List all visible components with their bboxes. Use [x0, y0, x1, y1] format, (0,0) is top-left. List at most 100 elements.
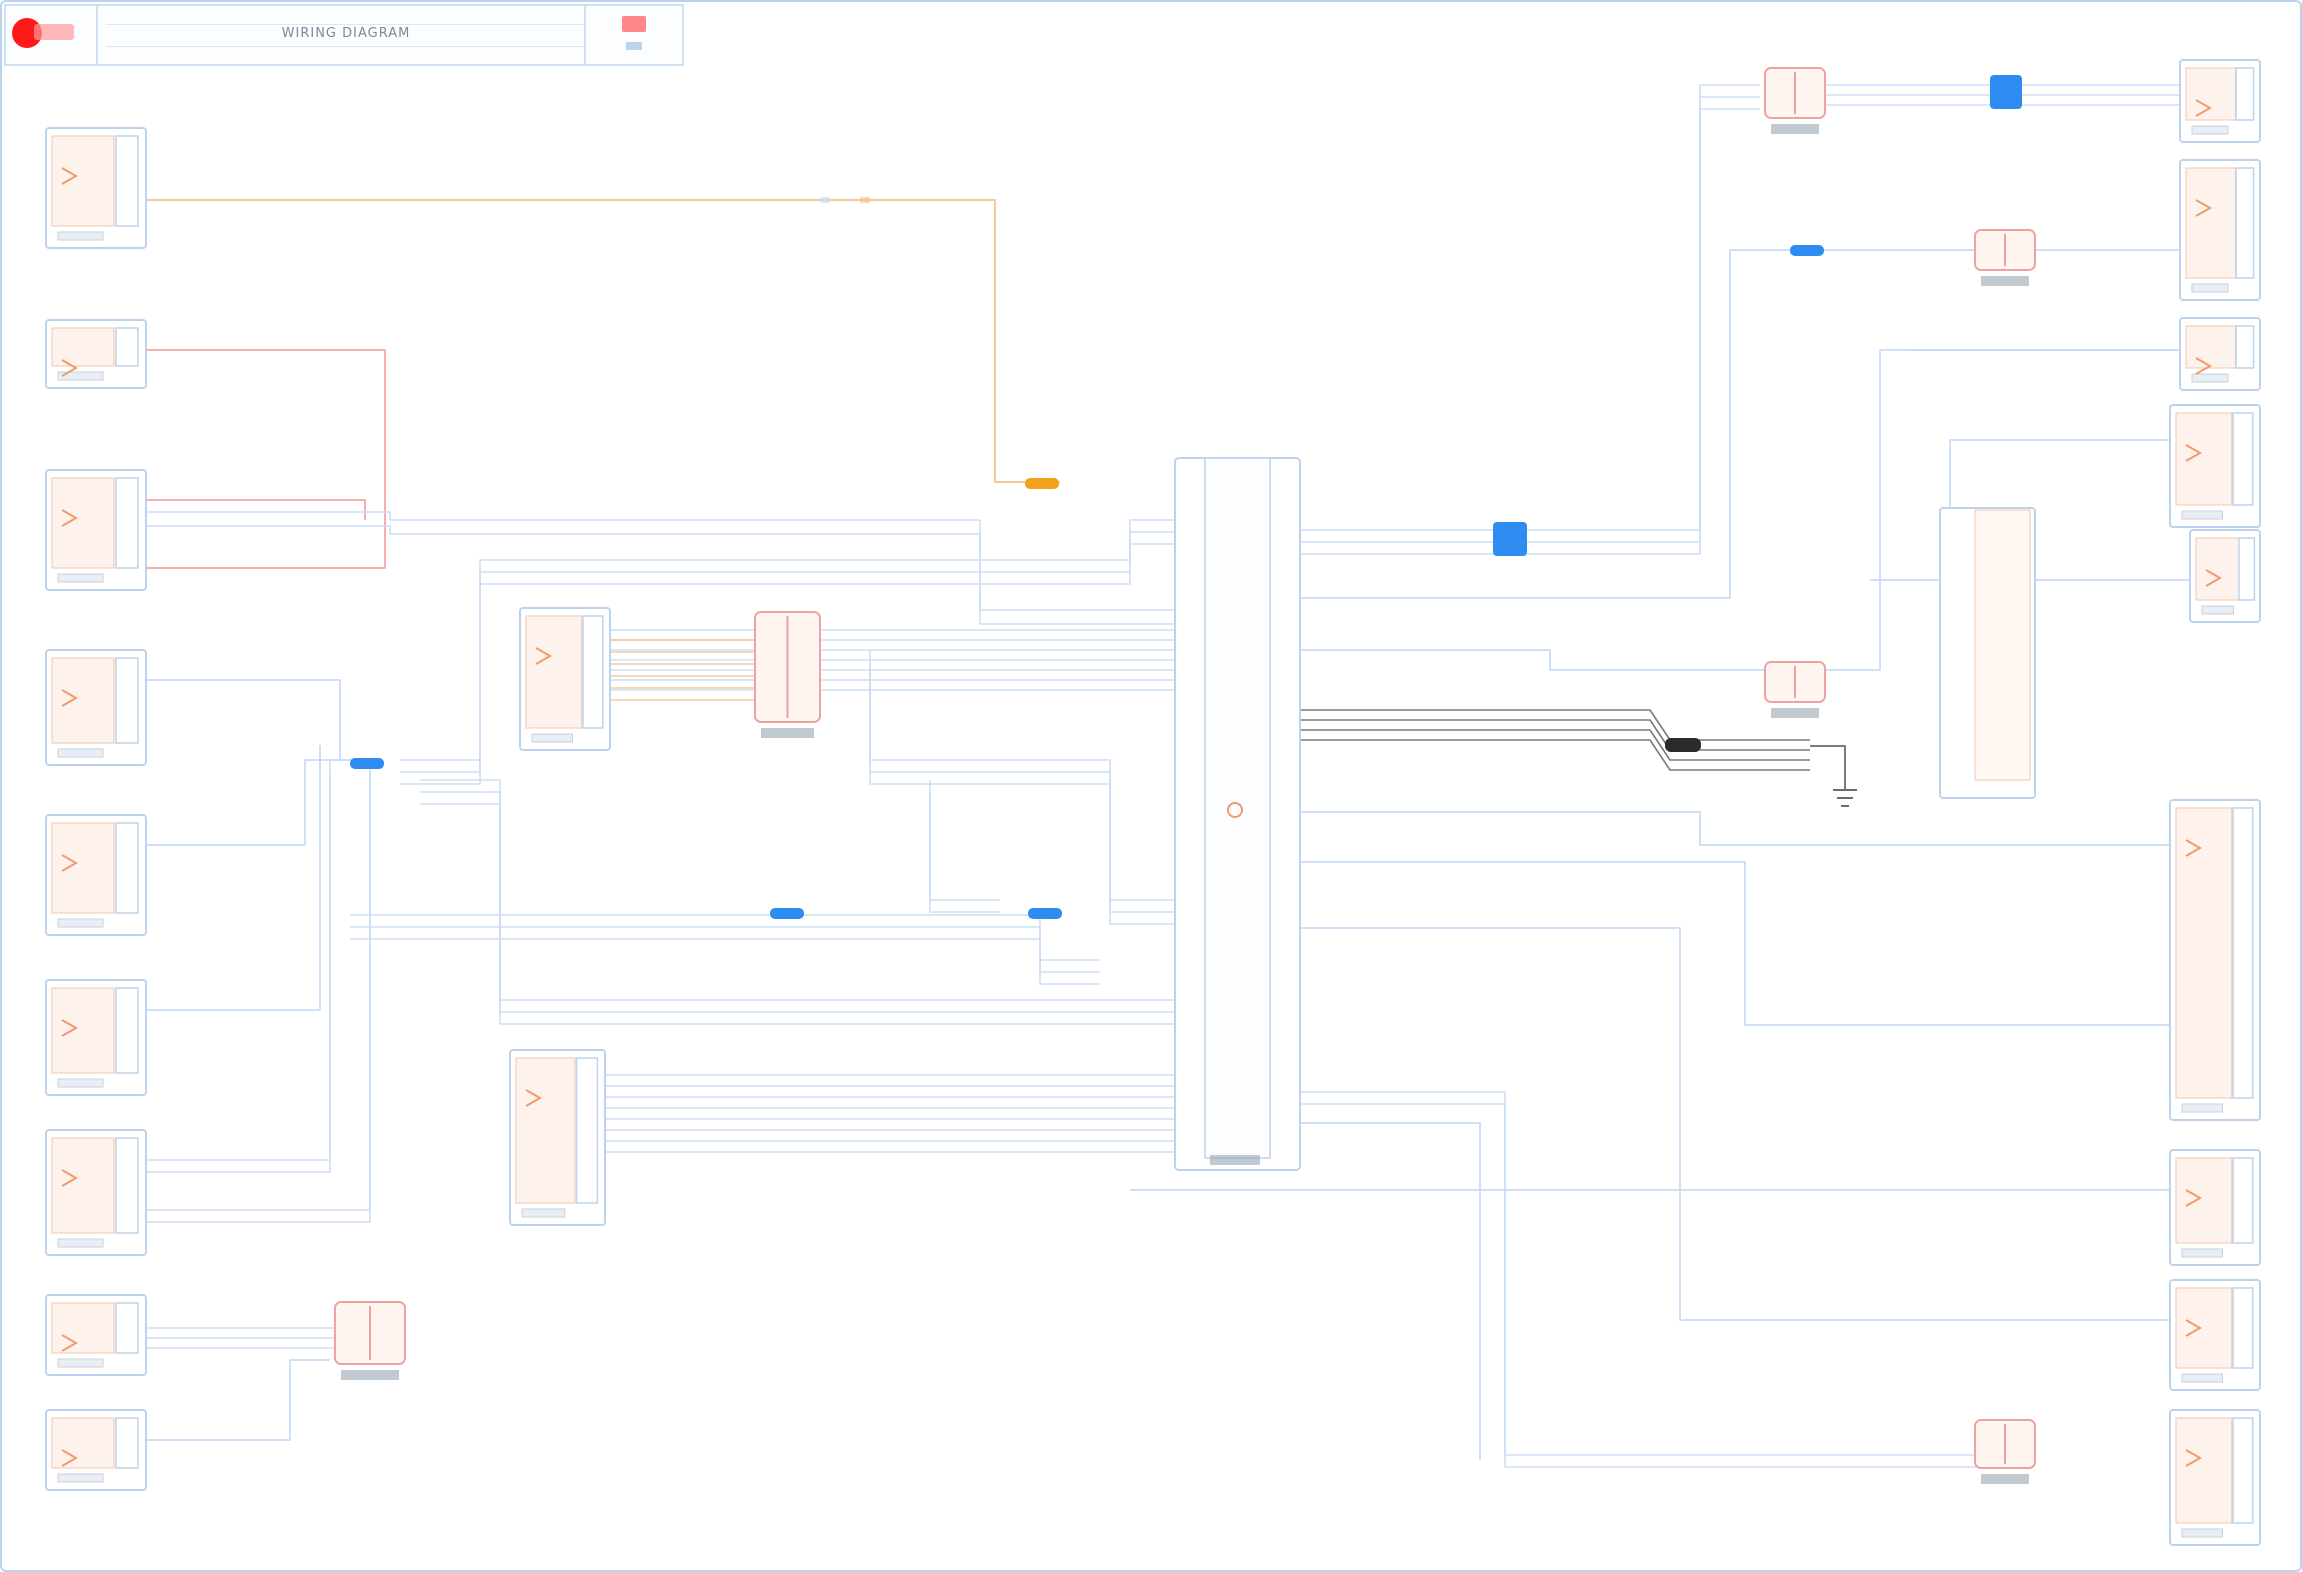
module-left-9-pins: [115, 1417, 139, 1469]
harness: [400, 531, 1180, 773]
module-right-6-pins: [2232, 807, 2254, 1099]
module-left-8-label-plate: [57, 1358, 104, 1368]
harness: [140, 511, 1180, 611]
splice-junction: [1025, 478, 1059, 489]
central-unit-symbol: [1227, 802, 1243, 818]
connector-c5-tag: [1771, 708, 1819, 718]
wire: [140, 760, 331, 1161]
splice-junction: [1028, 908, 1062, 919]
module-right-6-label-plate: [2181, 1103, 2223, 1113]
module-right-4-label-plate: [2181, 510, 2223, 520]
wire: [1290, 1122, 1481, 1460]
module-left-1-pins: [115, 135, 139, 227]
module-right-8-body: [2175, 1287, 2233, 1369]
module-left-4-label-plate: [57, 748, 104, 758]
wire: [140, 772, 331, 1173]
harness: [420, 779, 1180, 1001]
module-mid-1-symbol: [535, 647, 553, 665]
brand-wordmark: [34, 24, 74, 40]
harness: [1290, 108, 1760, 555]
ground-wire: [1810, 745, 1846, 790]
module-left-1-symbol: [61, 167, 79, 185]
wire: [1290, 249, 1780, 599]
module-right-8-symbol: [2185, 1319, 2203, 1337]
harness: [869, 650, 1180, 901]
central-control-unit-core: [1204, 457, 1271, 1159]
module-right-1-symbol: [2195, 99, 2213, 117]
harness: [929, 780, 1000, 901]
module-right-5-pins: [2238, 537, 2256, 601]
module-left-5-pins: [115, 822, 139, 914]
wire-tag: [860, 197, 870, 203]
harness: [400, 519, 1180, 761]
module-left-5-label-plate: [57, 918, 104, 928]
module-left-9-symbol: [61, 1449, 79, 1467]
module-left-9-label-plate: [57, 1473, 104, 1483]
harness: [1290, 1091, 1980, 1456]
power-wire: [139, 349, 386, 569]
module-left-2-symbol: [61, 359, 79, 377]
wire: [1290, 861, 2170, 1026]
module-right-9-body: [2175, 1417, 2233, 1524]
module-mid-1-label-plate: [531, 733, 573, 743]
module-left-3-pins: [115, 477, 139, 569]
module-right-9-symbol: [2185, 1449, 2203, 1467]
module-left-7-label-plate: [57, 1238, 104, 1248]
connector-c3-tag: [1771, 124, 1819, 134]
connector-c6-tag: [1981, 1474, 2029, 1484]
ground-harness: [1290, 729, 1810, 761]
module-left-7-symbol: [61, 1169, 79, 1187]
module-right-9-label-plate: [2181, 1528, 2223, 1538]
harness: [869, 674, 1180, 925]
module-right-3-symbol: [2195, 357, 2213, 375]
ground-harness: [1290, 739, 1810, 771]
module-left-7-body: [51, 1137, 115, 1234]
module-right-2-body: [2185, 167, 2237, 279]
module-left-8-pins: [115, 1302, 139, 1354]
connector-c4-tag: [1981, 276, 2029, 286]
splice-junction: [1990, 75, 2022, 109]
module-right-4-symbol: [2185, 444, 2203, 462]
module-right-2-pins: [2235, 167, 2255, 279]
module-left-6-symbol: [61, 1019, 79, 1037]
module-left-6-pins: [115, 987, 139, 1074]
harness: [1290, 84, 1760, 531]
module-right-6-symbol: [2185, 839, 2203, 857]
harness: [420, 803, 1180, 1025]
module-mid-1-pins: [582, 615, 604, 729]
module-right-3-pins: [2235, 325, 2255, 369]
harness: [869, 662, 1180, 913]
diagram-title: WIRING DIAGRAM: [281, 26, 411, 41]
module-right-6-body: [2175, 807, 2233, 1099]
module-left-6-label-plate: [57, 1078, 104, 1088]
splice-junction: [1493, 522, 1527, 556]
harness: [1290, 1103, 1980, 1468]
connector-c2-tag: [341, 1370, 399, 1380]
wire: [140, 759, 345, 846]
ground-symbol: [1833, 789, 1857, 807]
module-right-8-pins: [2232, 1287, 2254, 1369]
module-left-5-symbol: [61, 854, 79, 872]
module-left-3-body: [51, 477, 115, 569]
wire: [1290, 811, 2175, 846]
module-right-4-pins: [2232, 412, 2254, 506]
module-right-5-symbol: [2205, 569, 2223, 587]
warning-mark-icon: [622, 16, 646, 32]
ground-harness: [1290, 719, 1810, 751]
connector-c1-tag: [761, 728, 814, 738]
wire: [1290, 349, 2180, 671]
module-right-7-symbol: [2185, 1189, 2203, 1207]
splice-junction: [350, 758, 384, 769]
module-mid-2-label-plate: [521, 1208, 566, 1218]
wire: [140, 679, 365, 761]
module-left-4-symbol: [61, 689, 79, 707]
module-right-5-label-plate: [2201, 605, 2234, 615]
module-right-7-pins: [2232, 1157, 2254, 1244]
module-left-4-body: [51, 657, 115, 744]
module-left-4-pins: [115, 657, 139, 744]
harness: [1290, 96, 1760, 543]
module-right-1-pins: [2235, 67, 2255, 121]
title-rule-bottom: [106, 46, 586, 47]
